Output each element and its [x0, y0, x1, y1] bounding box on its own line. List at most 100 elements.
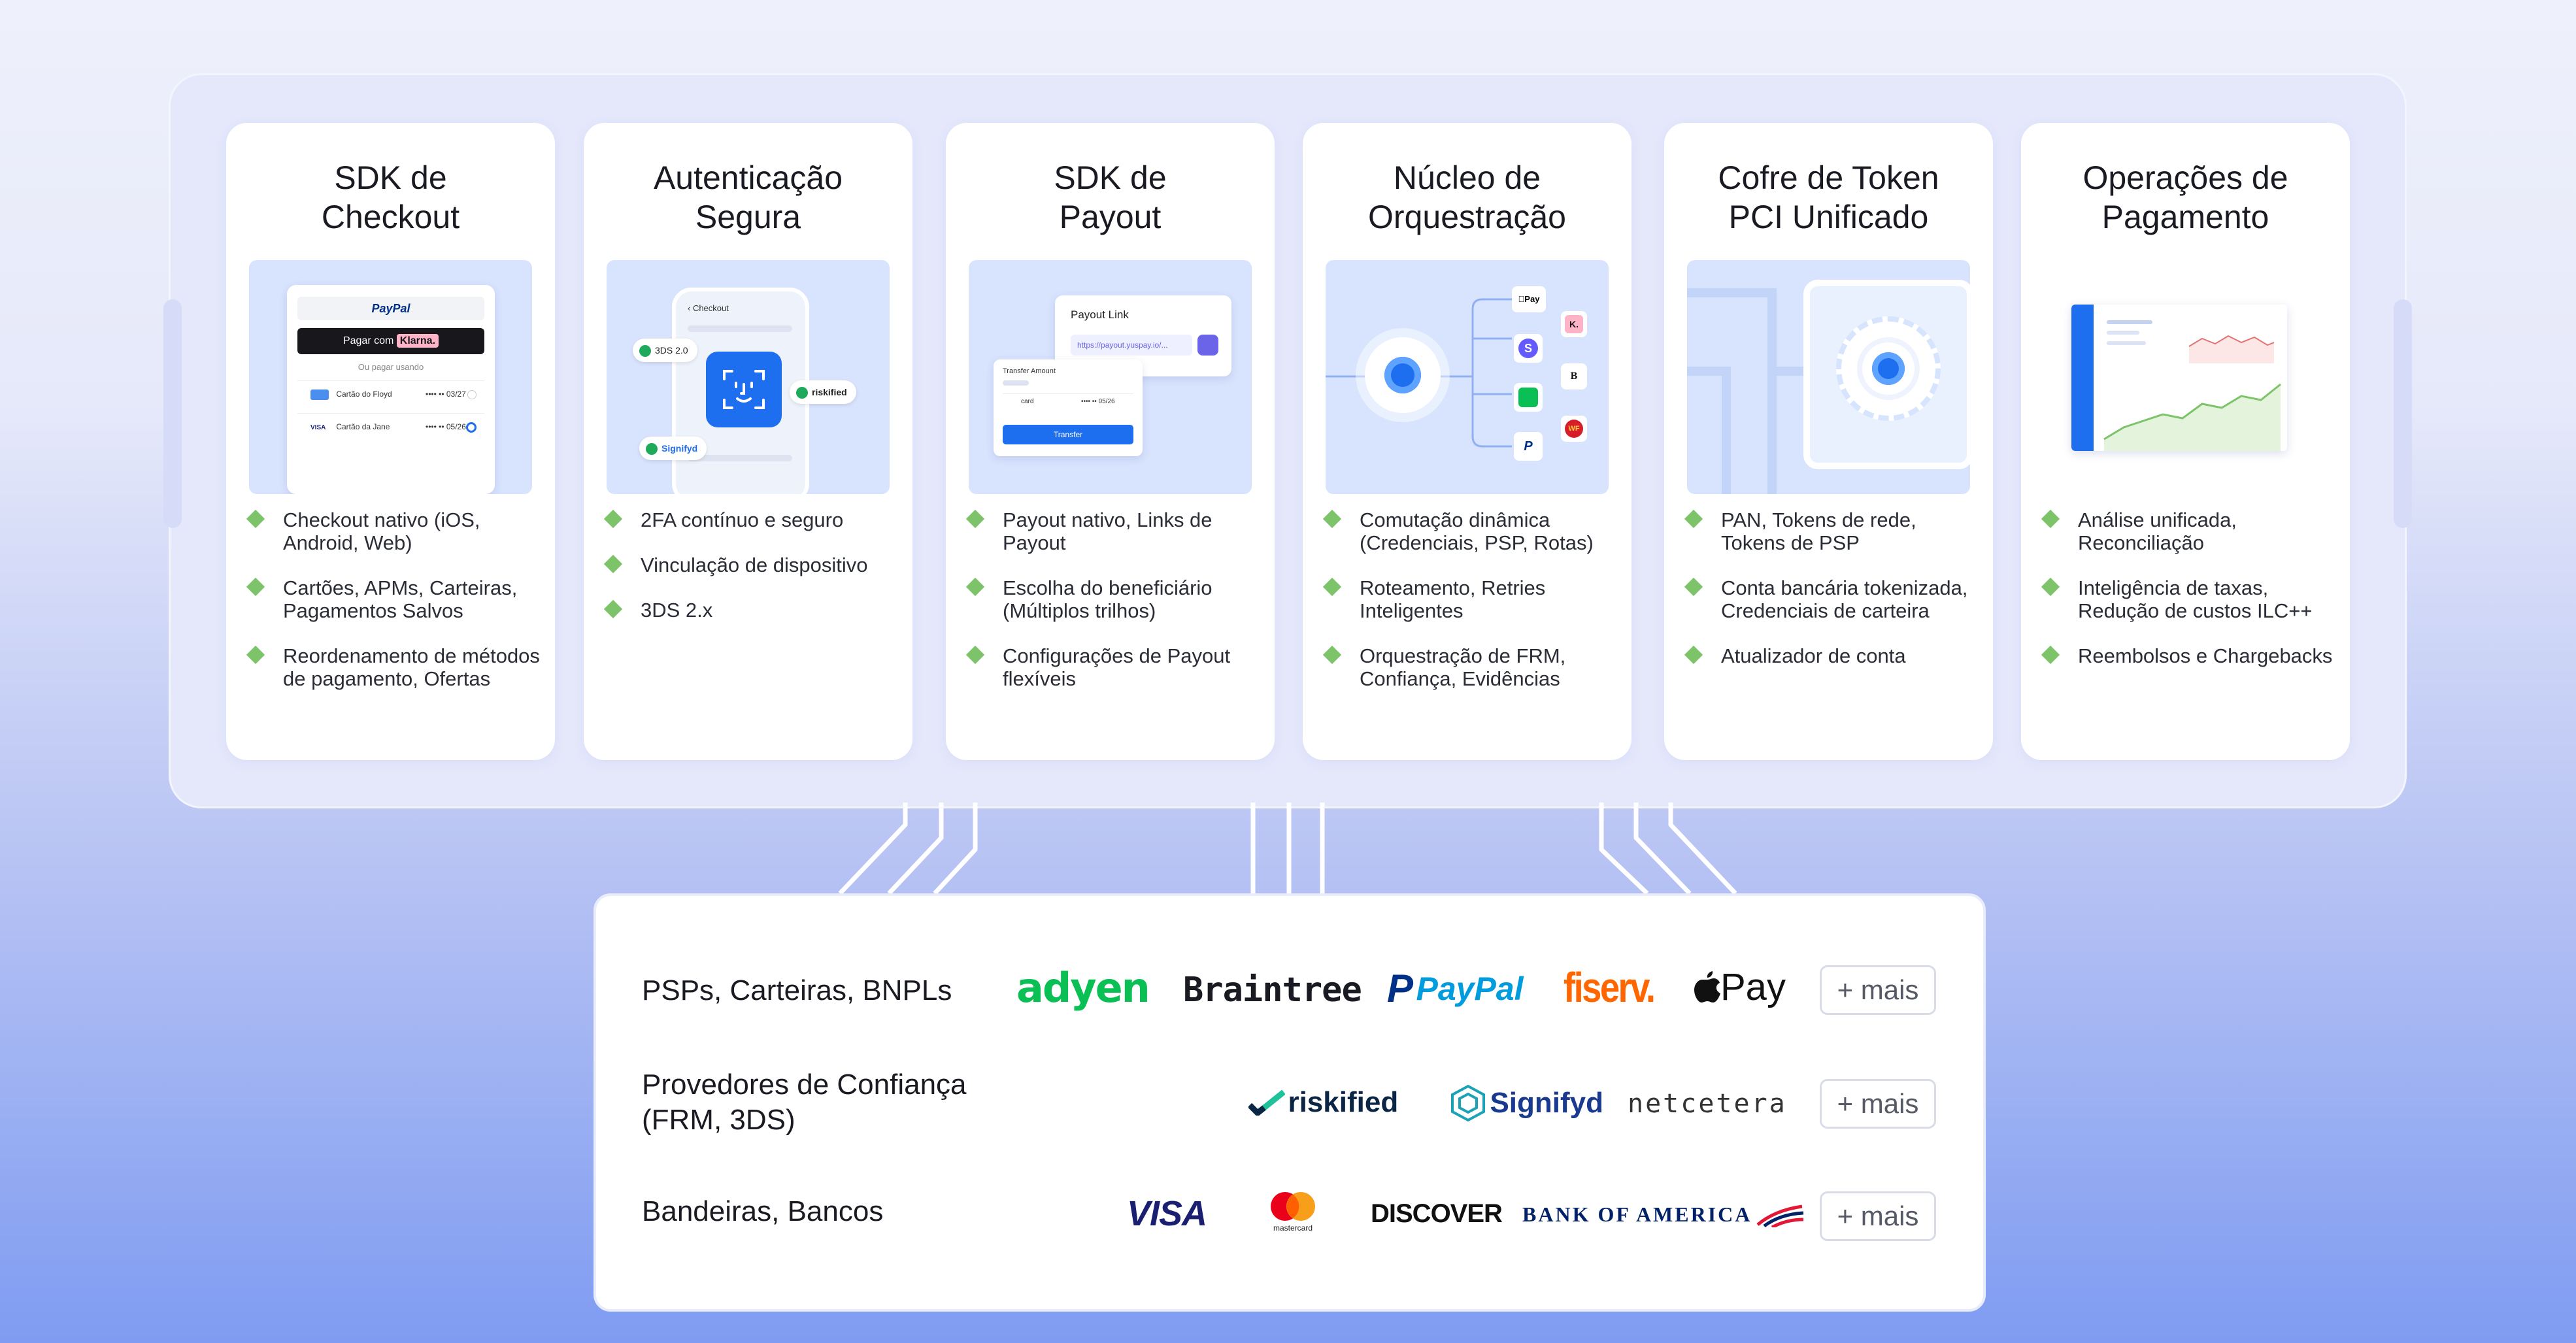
providers-row-label: Bandeiras, Bancos — [642, 1194, 883, 1229]
paypal-mark-icon: P — [1387, 967, 1414, 1010]
paypal-label: PayPal — [371, 302, 410, 315]
signifyd-badge: Signifyd — [639, 437, 707, 460]
apple-icon — [1694, 971, 1720, 1003]
checkout-sheet: PayPal Pagar com Klarna. Ou pagar usando… — [287, 285, 495, 494]
auth-illustration: ‹ Checkout 3DS 2.0 riskified Signifyd — [607, 260, 890, 494]
card-title-line: Orquestração — [1368, 199, 1566, 235]
tds-label: 3DS 2.0 — [655, 345, 688, 356]
card-title: SDK de Payout — [946, 158, 1275, 237]
riskified-badge: riskified — [790, 380, 856, 404]
adyen-icon — [1514, 383, 1543, 412]
payout-url: https://payout.yuspay.io/... — [1077, 340, 1168, 350]
feature-text: Atualizador de conta — [1721, 644, 1906, 667]
copy-icon[interactable] — [1197, 335, 1218, 356]
orchestration-illustration: Pay S P K. B WF — [1326, 260, 1609, 494]
card-title-line: SDK de — [334, 159, 447, 196]
boa-flag-icon — [1756, 1204, 1803, 1227]
transfer-amount-label: Transfer Amount — [1003, 367, 1056, 375]
phone-placeholder-line — [688, 455, 792, 461]
feature-text: Reordenamento de métodos de pagamento, O… — [283, 644, 540, 690]
feature-item: Payout nativo, Links de Payout — [965, 508, 1262, 554]
amount-placeholder — [1003, 380, 1029, 386]
feature-item: Reordenamento de métodos de pagamento, O… — [246, 644, 542, 690]
bank-b-icon: B — [1561, 363, 1587, 390]
paypal-button[interactable]: PayPal — [297, 297, 484, 320]
or-pay-label: Ou pagar usando — [358, 362, 424, 372]
transfer-label: Transfer — [1053, 430, 1083, 439]
feature-text: 2FA contínuo e seguro — [641, 508, 844, 531]
feature-item: Inteligência de taxas, Redução de custos… — [2041, 576, 2337, 622]
feature-text: Comutação dinâmica (Credenciais, PSP, Ro… — [1360, 508, 1594, 554]
diamond-bullet-icon — [603, 599, 623, 619]
card-title-line: Operações de — [2083, 159, 2288, 196]
vault-illustration — [1687, 260, 1970, 494]
card-secure-auth: Autenticação Segura ‹ Checkout 3DS 2.0 r… — [584, 123, 912, 760]
payout-illustration: Payout Link https://payout.yuspay.io/...… — [969, 260, 1252, 494]
feature-item: Reembolsos e Chargebacks — [2041, 644, 2337, 667]
feature-list: Análise unificada, Reconciliação Intelig… — [2041, 508, 2337, 689]
pay-with-label: Pagar com — [343, 335, 394, 346]
saved-card-row[interactable]: VISA Cartão da Jane •••• •• 05/26 — [297, 413, 484, 440]
discover-logo: DISCOVER — [1371, 1197, 1503, 1231]
feature-list: PAN, Tokens de rede, Tokens de PSP Conta… — [1684, 508, 1980, 689]
card-title: Cofre de Token PCI Unificado — [1664, 158, 1993, 237]
radio-icon — [467, 390, 477, 399]
row-label-text: PSPs, Carteiras, BNPLs — [642, 974, 952, 1006]
applepay-icon: Pay — [1512, 286, 1546, 312]
card-brand-icon — [310, 389, 329, 400]
diamond-bullet-icon — [1322, 645, 1342, 665]
feature-item: Configurações de Payout flexíveis — [965, 644, 1262, 690]
more-banks-button[interactable]: + mais — [1820, 1191, 1936, 1241]
trend-sparklines — [2103, 335, 2281, 451]
dashboard-line — [2107, 320, 2152, 324]
row-label-text: Provedores de Confiança — [642, 1069, 967, 1101]
card-number: •••• •• 03/27 — [426, 390, 466, 399]
feature-text: Orquestração de FRM, Confiança, Evidênci… — [1360, 644, 1566, 690]
transfer-card-row[interactable]: card •••• •• 05/26 — [1003, 393, 1133, 410]
feature-item: Orquestração de FRM, Confiança, Evidênci… — [1322, 644, 1618, 690]
diamond-bullet-icon — [965, 645, 985, 665]
card-number: •••• •• 05/26 — [1081, 398, 1115, 405]
diamond-bullet-icon — [2041, 645, 2060, 665]
more-psps-button[interactable]: + mais — [1820, 965, 1936, 1015]
card-title-line: Autenticação — [653, 159, 843, 196]
feature-list: Payout nativo, Links de Payout Escolha d… — [965, 508, 1262, 712]
signifyd-logo: Signifyd — [1449, 1084, 1603, 1122]
adyen-logo: adyen — [1016, 964, 1150, 1012]
tds-badge: 3DS 2.0 — [633, 339, 697, 362]
diamond-bullet-icon — [1322, 577, 1342, 597]
fiserv-logo: fiserv. — [1564, 964, 1656, 1011]
signifyd-wordmark: Signifyd — [1490, 1087, 1604, 1119]
apple-pay-logo: Pay — [1694, 964, 1786, 1011]
dashboard-mockup — [2071, 305, 2287, 451]
diamond-bullet-icon — [965, 577, 985, 597]
klarna-button[interactable]: Pagar com Klarna. — [297, 328, 484, 354]
face-id-icon — [706, 352, 782, 427]
more-trust-providers-button[interactable]: + mais — [1820, 1079, 1936, 1129]
feature-item: 2FA contínuo e seguro — [603, 508, 899, 531]
diamond-bullet-icon — [2041, 509, 2060, 529]
riskified-mark-icon — [1248, 1089, 1285, 1116]
netcetera-logo: netcetera — [1628, 1089, 1787, 1119]
providers-panel: PSPs, Carteiras, BNPLs adyen Braintree P… — [594, 893, 1986, 1312]
paypal-wordmark: PayPal — [1416, 970, 1524, 1007]
panel-right-notch — [2394, 299, 2412, 528]
diamond-bullet-icon — [246, 509, 265, 529]
row-label-text: (FRM, 3DS) — [642, 1104, 795, 1136]
bank-of-america-logo: BANK OF AMERICA — [1522, 1198, 1805, 1231]
card-name: Cartão da Jane — [336, 422, 390, 431]
boa-wordmark: BANK OF AMERICA — [1522, 1202, 1752, 1226]
diamond-bullet-icon — [603, 509, 623, 529]
diamond-bullet-icon — [1684, 509, 1703, 529]
card-label: card — [1021, 398, 1034, 405]
feature-item: PAN, Tokens de rede, Tokens de PSP — [1684, 508, 1980, 554]
payout-url-field[interactable]: https://payout.yuspay.io/... — [1071, 335, 1192, 356]
riskified-wordmark: riskified — [1288, 1086, 1399, 1118]
feature-text: Checkout nativo (iOS, Android, Web) — [283, 508, 480, 554]
radio-selected-icon — [466, 422, 477, 433]
saved-card-row[interactable]: Cartão do Floyd •••• •• 03/27 — [297, 380, 484, 407]
diamond-bullet-icon — [603, 554, 623, 574]
card-token-vault: Cofre de Token PCI Unificado PAN, Tokens… — [1664, 123, 1993, 760]
signifyd-mark-icon — [1451, 1084, 1485, 1122]
transfer-button[interactable]: Transfer — [1003, 425, 1133, 444]
